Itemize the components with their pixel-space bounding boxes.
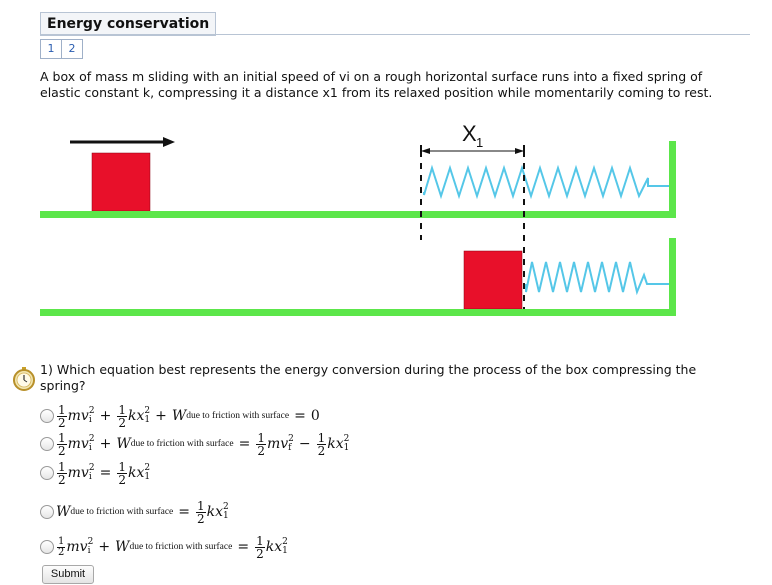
ground-top [40,211,676,218]
velocity-arrowhead [163,137,175,147]
question-prompt: 1) Which equation best represents the en… [40,362,740,394]
spring-relaxed [423,164,669,200]
spring-box-diagram: X 1 [40,121,676,318]
title-divider [40,34,750,35]
option-b-radio[interactable] [40,437,54,451]
distance-label: X [462,121,477,146]
option-e-radio[interactable] [40,540,54,554]
spring-compressed [525,261,669,296]
wall-bottom [669,238,676,316]
distance-arrowhead-left [421,148,430,154]
submit-button[interactable]: Submit [42,565,94,584]
ground-bottom [40,309,676,316]
stopwatch-icon [13,367,35,391]
question-number: 1) [40,362,53,377]
option-a-radio[interactable] [40,409,54,423]
box-initial [91,152,151,212]
question-text: Which equation best represents the energ… [40,362,697,393]
page-tab-1[interactable]: 1 [40,39,62,59]
wall-top [669,141,676,218]
page-tab-2[interactable]: 2 [61,39,83,59]
box-final [463,250,523,310]
option-c-radio[interactable] [40,466,54,480]
page-tabs: 1 2 [40,39,83,59]
option-d-radio[interactable] [40,505,54,519]
distance-arrowhead-right [515,148,524,154]
distance-label-subscript: 1 [476,135,483,150]
page-title: Energy conservation [40,12,217,36]
problem-statement: A box of mass m sliding with an initial … [40,69,713,100]
